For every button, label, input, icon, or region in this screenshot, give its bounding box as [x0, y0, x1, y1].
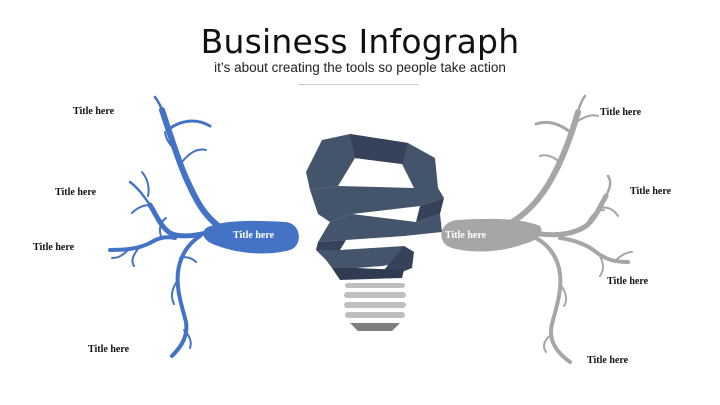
- right-twig-3: [539, 154, 561, 163]
- right-branch-mid-b: [599, 206, 619, 217]
- left-trunk: [159, 107, 231, 235]
- bulb-ribbon-neck: [332, 268, 404, 280]
- right-tree: [502, 94, 633, 364]
- bulb-ribbon-top-shade: [350, 134, 408, 164]
- left-branch-mid-a: [128, 180, 152, 207]
- left-root-down: [170, 234, 202, 358]
- title-divider: [298, 84, 418, 85]
- right-branch-label-1: Title here: [600, 107, 642, 118]
- left-trunk-upper: [153, 95, 164, 112]
- right-root-down: [534, 236, 572, 364]
- left-twig-2: [164, 131, 179, 153]
- right-branch-label-3: Title here: [607, 276, 649, 287]
- left-branch-label-1: Title here: [73, 106, 115, 117]
- left-root-down-b: [183, 329, 192, 349]
- right-branch-label-4: Title here: [587, 355, 629, 366]
- bulb-ribbon-mid1-shade: [416, 198, 444, 222]
- left-branch-label-2: Title here: [55, 187, 97, 198]
- left-branch-low-b: [111, 249, 129, 259]
- lightbulb-icon: [306, 134, 444, 331]
- right-branch-mid-a: [604, 174, 612, 198]
- bulb-ribbon-low-shade: [384, 246, 414, 272]
- left-twig-1: [166, 119, 212, 132]
- page-subtitle: it’s about creating the tools so people …: [214, 60, 506, 75]
- left-branch-low-a: [131, 245, 141, 267]
- right-branch-label-2: Title here: [630, 186, 672, 197]
- right-root-down-b: [543, 333, 553, 353]
- left-root-label: Title here: [233, 230, 275, 241]
- left-twig-3: [181, 148, 207, 163]
- bulb-ribbon-mid1: [310, 186, 444, 222]
- left-branch-mid-c: [141, 171, 150, 197]
- bulb-base-tip: [350, 323, 400, 331]
- right-twig-1: [534, 120, 572, 134]
- bulb-ribbon-mid2: [318, 214, 442, 242]
- left-tree: [108, 95, 231, 358]
- bulb-base-ring-3: [344, 302, 406, 308]
- left-branch-low: [108, 235, 177, 252]
- right-root-down-a: [559, 283, 568, 307]
- left-branch-mid-b: [131, 204, 151, 214]
- bulb-ribbon-low: [316, 246, 414, 268]
- bulb-base-ring-2: [344, 292, 406, 298]
- page-title: Business Infograph: [200, 22, 520, 61]
- bulb-ribbon-mid2-shade: [316, 240, 346, 250]
- right-branch-mid-c: [587, 209, 605, 223]
- right-twig-2: [575, 114, 599, 123]
- bulb-base-ring-4: [345, 312, 405, 318]
- left-branch-mid: [147, 202, 213, 239]
- right-root-label: Title here: [445, 230, 487, 241]
- left-branch-label-4: Title here: [88, 344, 130, 355]
- left-branch-label-3: Title here: [33, 242, 75, 253]
- right-branch-low-a: [599, 255, 604, 277]
- right-branch-mid: [537, 193, 609, 238]
- left-root-down-a: [170, 279, 179, 305]
- right-trunk: [502, 109, 581, 229]
- left-branch-low-c: [158, 217, 167, 240]
- left-root-bulb: [203, 220, 299, 254]
- right-root-bulb: [441, 218, 542, 252]
- right-branch-low-b: [613, 251, 633, 263]
- left-root-down-c: [179, 256, 197, 263]
- bulb-base-ring-1: [345, 283, 405, 288]
- right-trunk-upper: [576, 94, 587, 114]
- right-branch-low: [558, 236, 630, 264]
